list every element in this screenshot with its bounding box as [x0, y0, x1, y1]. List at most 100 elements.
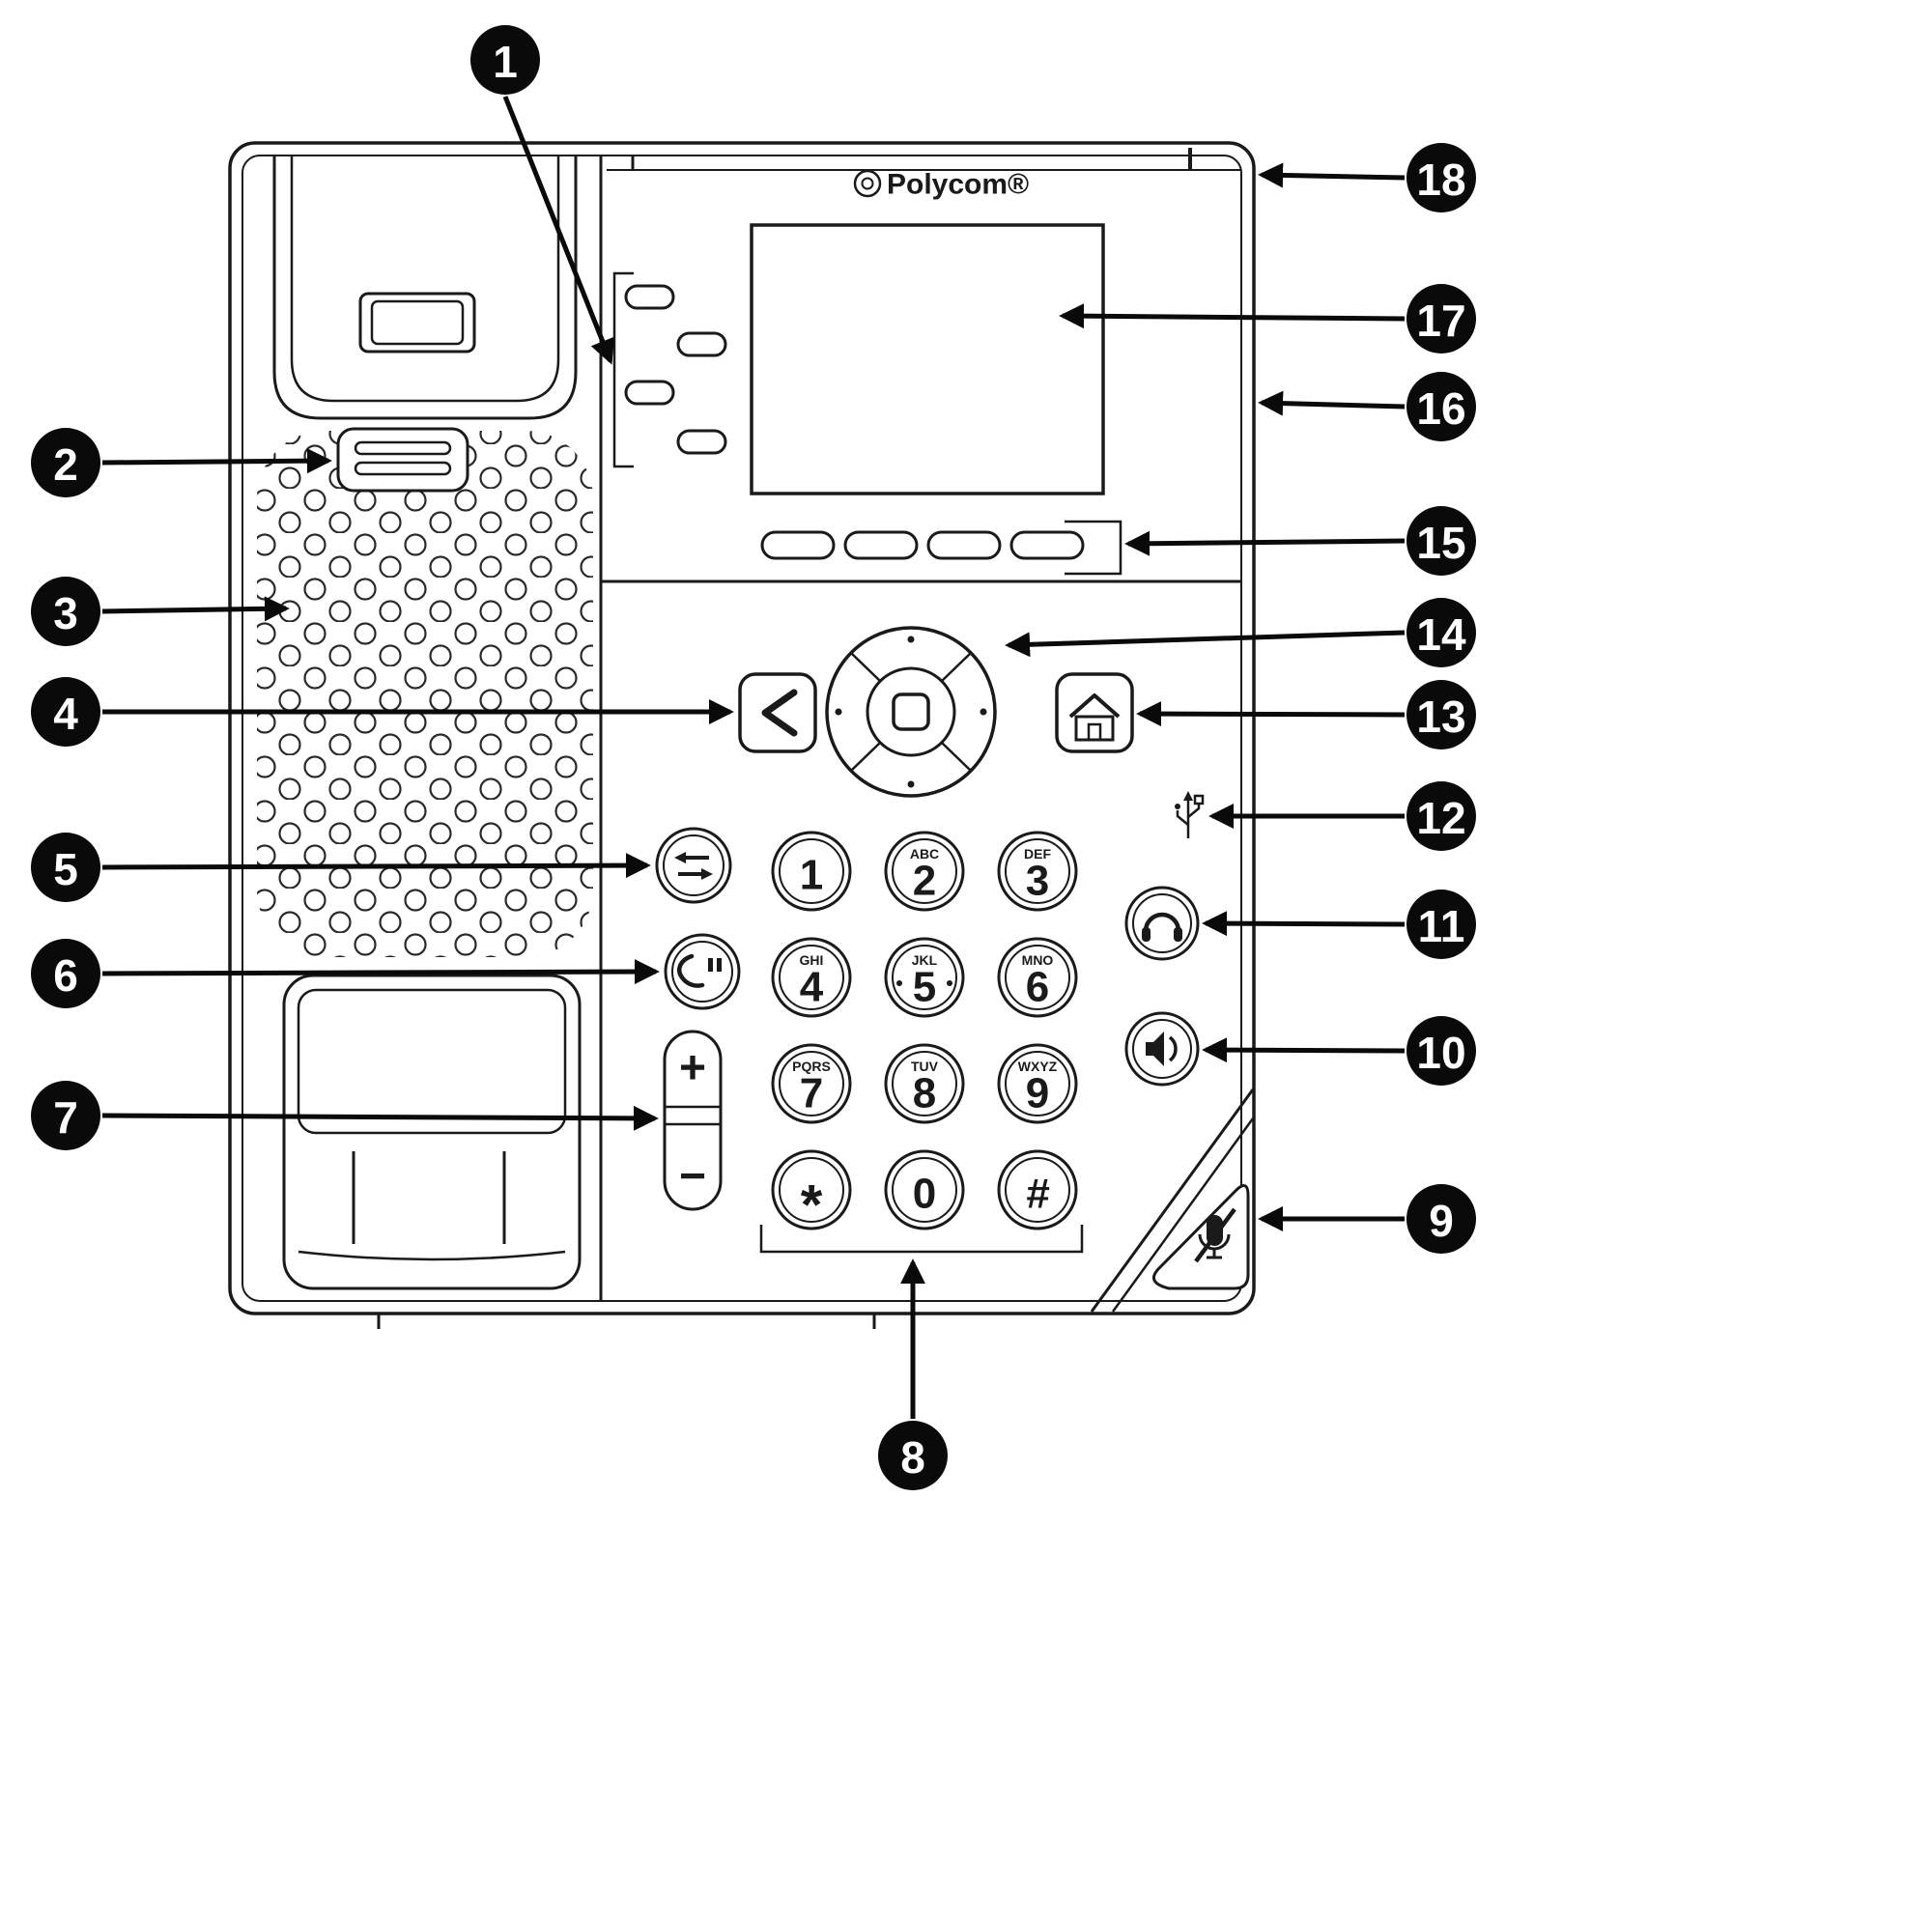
line-key-2 — [676, 331, 727, 357]
callout-4-number: 4 — [53, 689, 78, 739]
brand: Polycom® — [853, 169, 1029, 201]
callout-18: 18 — [1406, 143, 1476, 212]
phone-screen — [750, 223, 1105, 495]
line-keys — [612, 271, 727, 468]
handset-rest — [282, 974, 582, 1290]
callout-11: 11 — [1406, 890, 1476, 959]
nav-right-dot — [980, 708, 987, 716]
callout-12-number: 12 — [1416, 793, 1465, 843]
dialpad-key-0: 0 — [884, 1149, 965, 1230]
key-digit: 2 — [913, 858, 936, 905]
key-digit: 7 — [800, 1070, 823, 1117]
arrow-13 — [1136, 701, 1406, 727]
dialpad-key-1: 1 — [771, 831, 852, 912]
arrow-6 — [101, 959, 660, 985]
key-digit: 5 — [913, 964, 936, 1011]
phone-inner-outline — [242, 155, 1242, 1302]
volume-keys: + − — [663, 1030, 723, 1211]
key-digit: 0 — [913, 1171, 936, 1218]
line-keys-bracket — [612, 271, 634, 468]
key-letters: MNO — [1022, 952, 1054, 968]
callout-10-number: 10 — [1416, 1028, 1465, 1078]
polycom-logo-icon — [853, 169, 882, 198]
callout-8-number: 8 — [900, 1432, 925, 1483]
hold-key — [664, 933, 741, 1010]
callout-10: 10 — [1406, 1016, 1476, 1086]
callout-9-number: 9 — [1429, 1196, 1454, 1246]
key-digit: 8 — [913, 1070, 936, 1117]
callout-1: 1 — [470, 25, 540, 95]
phone-body — [228, 141, 1256, 1329]
callout-15-number: 15 — [1416, 518, 1465, 568]
callout-6-number: 6 — [53, 950, 78, 1001]
key-letters: PQRS — [792, 1059, 831, 1074]
callout-11-number: 11 — [1418, 901, 1465, 951]
headset-icon — [1142, 912, 1182, 942]
callout-9: 9 — [1406, 1184, 1476, 1254]
usb-icon — [1183, 791, 1193, 801]
hold-icon — [677, 953, 722, 988]
callout-2: 2 — [31, 428, 100, 497]
callout-13-number: 13 — [1416, 692, 1465, 742]
callout-badges: 1 2 3 4 5 6 7 8 9 10 11 12 13 14 15 16 1… — [31, 25, 1476, 1490]
hookswitch — [336, 427, 469, 493]
key-digit: # — [1026, 1171, 1050, 1218]
arrow-7 — [101, 1105, 659, 1131]
soft-key-4 — [1009, 530, 1085, 560]
arrow-1 — [502, 96, 614, 365]
nav-left-dot — [835, 708, 842, 716]
arrow-14 — [1005, 630, 1406, 658]
callout-2-number: 2 — [53, 439, 78, 490]
back-chevron-icon — [761, 689, 798, 737]
key-digit: 3 — [1026, 858, 1049, 905]
key-letters: DEF — [1024, 846, 1051, 862]
transfer-icon — [674, 852, 713, 880]
key-digit: 6 — [1026, 964, 1049, 1011]
volume-up-label: + — [679, 1043, 706, 1094]
key-digit: * — [801, 1174, 823, 1237]
tactile-dot — [947, 980, 952, 986]
dialpad-key-8: TUV 8 — [884, 1043, 965, 1124]
key-digit: 1 — [800, 852, 823, 899]
tactile-dot — [896, 980, 902, 986]
brand-label: Polycom® — [887, 169, 1029, 201]
callout-14: 14 — [1406, 598, 1476, 667]
callout-16: 16 — [1406, 372, 1476, 441]
arrow-18 — [1258, 162, 1406, 188]
callout-6: 6 — [31, 939, 100, 1008]
callout-16-number: 16 — [1416, 383, 1465, 434]
callout-15: 15 — [1406, 506, 1476, 576]
key-digit: 9 — [1026, 1070, 1049, 1117]
callout-17-number: 17 — [1416, 296, 1465, 346]
soft-keys-bracket — [1065, 520, 1122, 576]
speaker-icon — [1146, 1032, 1178, 1066]
callout-3-number: 3 — [53, 588, 78, 638]
handset-hook-tab-inner — [370, 299, 465, 346]
arrow-11 — [1202, 911, 1406, 937]
home-key — [1055, 672, 1134, 753]
soft-key-2 — [843, 530, 919, 560]
headset-key — [1124, 886, 1200, 961]
key-letters: WXYZ — [1018, 1059, 1058, 1074]
callout-5: 5 — [31, 833, 100, 902]
dialpad-key-pound: # — [997, 1149, 1078, 1230]
handset-hook-tab — [358, 292, 476, 353]
line-key-3 — [624, 380, 675, 406]
mute-key — [1090, 1088, 1255, 1313]
callout-18-number: 18 — [1416, 155, 1465, 205]
key-letters: JKL — [912, 952, 938, 968]
callout-13: 13 — [1406, 680, 1476, 749]
phone-outer-outline — [228, 141, 1256, 1315]
dialpad-key-5: JKL 5 — [884, 937, 965, 1018]
mute-mic-icon — [1194, 1207, 1236, 1263]
callout-4: 4 — [31, 677, 100, 747]
speakerphone-key — [1124, 1011, 1200, 1087]
dialpad-key-2: ABC 2 — [884, 831, 965, 912]
key-letters: GHI — [800, 952, 824, 968]
dialpad-key-9: WXYZ 9 — [997, 1043, 1078, 1124]
speaker-grille — [257, 431, 593, 957]
callout-3: 3 — [31, 577, 100, 646]
soft-keys — [760, 520, 1122, 576]
arrow-16 — [1258, 390, 1406, 416]
